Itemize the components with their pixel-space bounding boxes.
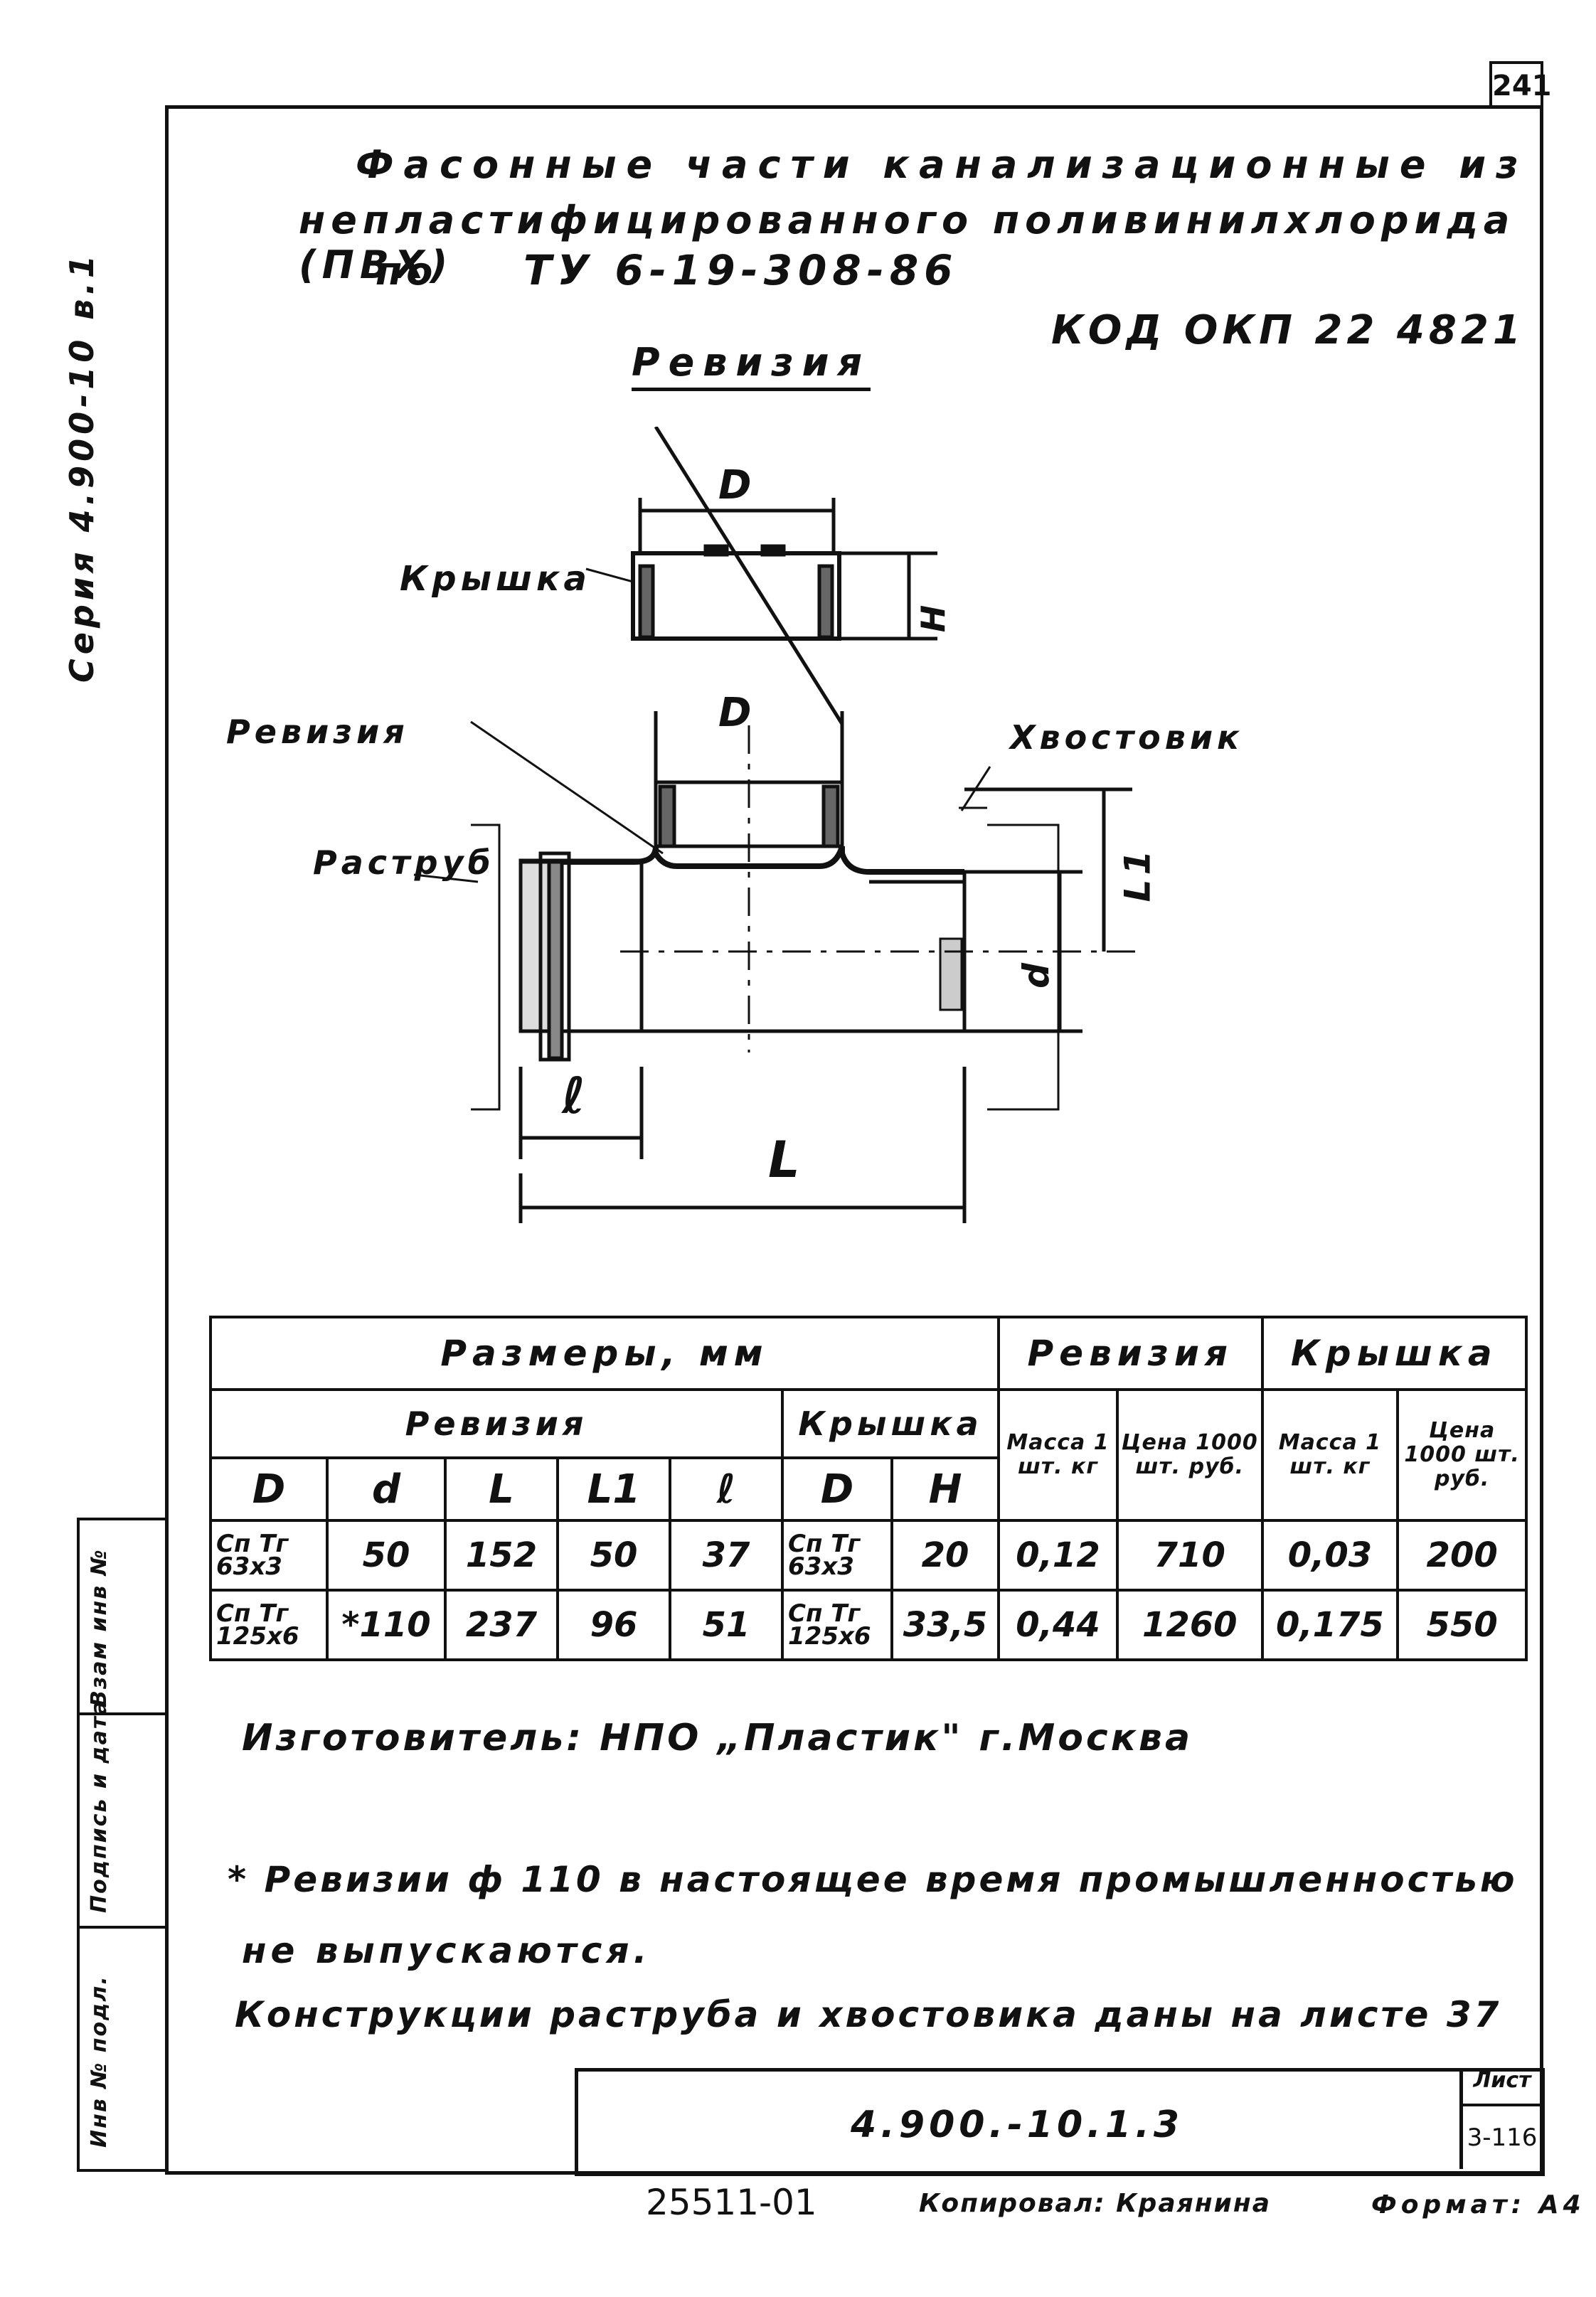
cell-mass-cov: 0,175 (1260, 1589, 1400, 1661)
okp-code: КОД ОКП 22 4821 (1051, 307, 1525, 353)
table-header-sizes: Размеры, мм (209, 1316, 1000, 1391)
cell-price-rev: 710 (1116, 1519, 1264, 1592)
col-l: ℓ (669, 1456, 784, 1522)
sheet-number: 241 (1489, 61, 1552, 108)
cell-price-cov: 550 (1396, 1589, 1528, 1661)
label-dim-H: H (914, 600, 953, 633)
sheet-label: Лист (1463, 2068, 1541, 2106)
manufacturer: Изготовитель: НПО „Пластик" г.Москва (242, 1717, 1193, 1759)
title-line-3-prefix: по (376, 249, 437, 294)
revision-drawing (413, 427, 1141, 1223)
col-L1: L1 (556, 1456, 671, 1522)
cell-d: *110 (326, 1589, 447, 1661)
stamp-label-sign-date: Подпись и дата (87, 1699, 112, 1913)
table-row: Сп Тг 63x3 50 152 50 37 Сп Тг 63x3 20 0,… (209, 1519, 1528, 1592)
cell-mass-rev: 0,44 (997, 1589, 1119, 1661)
label-cover: Крышка (400, 559, 591, 599)
cell-price-rev: 1260 (1116, 1589, 1264, 1661)
label-dim-L1: L1 (1117, 846, 1159, 902)
label-revision: Ревизия (226, 713, 409, 751)
cell-D: Сп Тг 125x6 (209, 1589, 329, 1661)
title-line-2: непластифицированного поливинилхлорида (… (299, 198, 1516, 287)
note-line-3: Конструкции раструба и хвостовика даны н… (235, 1994, 1502, 2035)
col-D2: D (781, 1456, 893, 1522)
title-block (575, 2068, 1545, 2176)
cell-L: 237 (444, 1589, 559, 1661)
cover-drawing (585, 498, 937, 641)
cell-D: Сп Тг 63x3 (209, 1519, 329, 1592)
note-line-2: не выпускаются. (242, 1930, 651, 1971)
cell-d: 50 (326, 1519, 447, 1592)
cell-l: 37 (669, 1519, 784, 1592)
cell-L1: 50 (556, 1519, 671, 1592)
stamp-label-inv-replace: Взам инв № (87, 1548, 112, 1707)
cell-price-cov: 200 (1396, 1519, 1528, 1592)
col-D: D (209, 1456, 329, 1522)
cell-D2: Сп Тг 63x3 (781, 1519, 893, 1592)
revision-body-drawing (413, 427, 1141, 1223)
label-spigot: Хвостовик (1010, 718, 1244, 757)
spec-table: Размеры, мм Ревизия Крышка Ревизия Крышк… (209, 1316, 1528, 1661)
label-dim-d: d (1015, 959, 1057, 988)
col-L: L (444, 1456, 559, 1522)
col-price-revision: Цена 1000 шт. руб. (1116, 1388, 1264, 1522)
cell-l: 51 (669, 1589, 784, 1661)
cell-D2: Сп Тг 125x6 (781, 1589, 893, 1661)
part-name: Ревизия (632, 340, 871, 391)
label-dim-D: D (718, 690, 756, 736)
label-dim-l: ℓ (562, 1067, 590, 1125)
label-dim-L: L (768, 1131, 804, 1189)
sheet-box: Лист 3-116 (1459, 2068, 1541, 2169)
title-line-1: Фасонные части канализационные из (356, 142, 1528, 187)
stamp-label-inv-orig: Инв № подл. (87, 1975, 112, 2148)
copied-by: Копировал: Краянина (919, 2189, 1271, 2218)
table-header-revision: Ревизия (997, 1316, 1264, 1391)
cell-L1: 96 (556, 1589, 671, 1661)
cell-H: 20 (890, 1519, 1000, 1592)
stamp-column (77, 1518, 168, 2172)
col-price-cover: Цена 1000 шт. руб. (1396, 1388, 1528, 1522)
format: Формат: А4 (1371, 2190, 1585, 2219)
table-header-cover: Крышка (1260, 1316, 1528, 1391)
series-label: Серия 4.900-10 в.1 (63, 251, 101, 683)
table-row: Сп Тг 125x6 *110 237 96 51 Сп Тг 125x6 3… (209, 1589, 1528, 1661)
cell-mass-cov: 0,03 (1260, 1519, 1400, 1592)
title-spec: ТУ 6-19-308-86 (523, 246, 959, 294)
label-dim-D-top: D (718, 462, 756, 508)
cell-H: 33,5 (890, 1589, 1000, 1661)
cell-L: 152 (444, 1519, 559, 1592)
cell-mass-rev: 0,12 (997, 1519, 1119, 1592)
table-sub-revision: Ревизия (209, 1388, 784, 1459)
bottom-number: 25511-01 (646, 2182, 817, 2223)
col-mass-revision: Масса 1 шт. кг (997, 1388, 1119, 1522)
doc-code: 4.900.-10.1.3 (851, 2104, 1184, 2146)
col-H: H (890, 1456, 1000, 1522)
col-mass-cover: Масса 1 шт. кг (1260, 1388, 1400, 1522)
label-socket: Раструб (313, 843, 495, 882)
table-sub-cover: Крышка (781, 1388, 1000, 1459)
note-line-1: * Ревизии ф 110 в настоящее время промыш… (228, 1859, 1518, 1900)
sheet-value: 3-116 (1467, 2123, 1538, 2152)
col-d: d (326, 1456, 447, 1522)
